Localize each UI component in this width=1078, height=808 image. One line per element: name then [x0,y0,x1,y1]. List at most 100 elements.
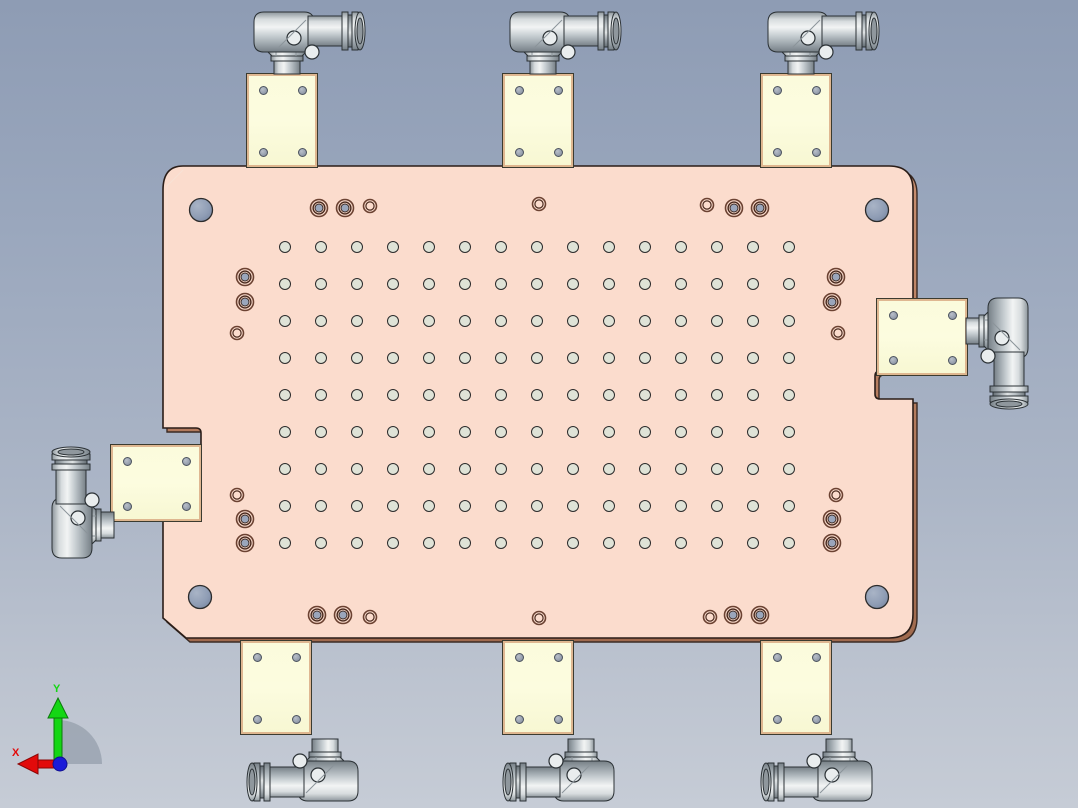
vacuum-hole [675,500,687,512]
block-bolt [773,715,782,724]
vacuum-hole [351,278,363,290]
counterbore-hole [240,514,250,524]
counterbore-holes [229,196,846,626]
vacuum-hole [423,500,435,512]
vacuum-hole [459,278,471,290]
vacuum-hole [495,426,507,438]
through-hole-ring [830,325,846,341]
vacuum-hole [315,537,327,549]
vacuum-hole [675,315,687,327]
orientation-triad[interactable]: Y X [10,676,120,786]
pneumatic-elbow-fitting[interactable] [248,8,372,78]
block-bolt [259,86,268,95]
block-bolt [773,653,782,662]
through-hole-ring [362,198,378,214]
triad-z-origin [52,756,68,772]
pneumatic-elbow-fitting[interactable] [496,735,620,805]
vacuum-hole [603,463,615,475]
manifold-block[interactable] [502,73,574,168]
counterbore-hole [755,610,765,620]
pneumatic-elbow-fitting[interactable] [962,292,1032,416]
counterbore-hole [827,514,837,524]
vacuum-hole [675,352,687,364]
manifold-block[interactable] [110,444,202,522]
vacuum-hole [675,241,687,253]
vacuum-hole [711,426,723,438]
vacuum-hole [603,315,615,327]
vacuum-hole [531,241,543,253]
through-hole-ring [531,196,547,212]
pneumatic-elbow-fitting[interactable] [504,8,628,78]
vacuum-hole [747,463,759,475]
manifold-block[interactable] [240,640,312,735]
block-bolt [773,86,782,95]
vacuum-hole [459,426,471,438]
counterbore-hole [827,538,837,548]
vacuum-hole [639,500,651,512]
counterbore-hole [755,203,765,213]
vacuum-hole [387,500,399,512]
vacuum-hole [315,315,327,327]
block-bolt [515,715,524,724]
vacuum-hole [423,426,435,438]
vacuum-hole [387,315,399,327]
vacuum-hole [675,278,687,290]
manifold-block[interactable] [760,73,832,168]
vacuum-hole [351,426,363,438]
corner-dowel-holes [187,197,890,610]
vacuum-hole [603,500,615,512]
counterbore-hole [728,610,738,620]
manifold-block[interactable] [246,73,318,168]
block-bolt [554,653,563,662]
vacuum-hole [603,241,615,253]
block-bolt [253,653,262,662]
triad-y-label: Y [53,683,61,695]
vacuum-hole [315,352,327,364]
vacuum-hole [351,463,363,475]
block-bolt [948,311,957,320]
dowel-hole [187,584,213,610]
manifold-block[interactable] [760,640,832,735]
vacuum-hole [423,463,435,475]
vacuum-hole [279,241,291,253]
vacuum-hole [351,352,363,364]
manifold-block[interactable] [502,640,574,735]
vacuum-hole [279,389,291,401]
block-bolt [889,311,898,320]
vacuum-hole [603,426,615,438]
vacuum-hole [351,500,363,512]
block-bolt [515,148,524,157]
vacuum-hole [747,315,759,327]
triad-arc [58,720,102,764]
counterbore-hole [314,203,324,213]
base-plate[interactable] [162,165,918,643]
block-bolt [253,715,262,724]
pneumatic-elbow-fitting[interactable] [754,735,878,805]
vacuum-hole [459,500,471,512]
vacuum-hole [639,352,651,364]
vacuum-hole [315,500,327,512]
vacuum-hole [315,241,327,253]
pneumatic-elbow-fitting[interactable] [762,8,886,78]
counterbore-hole [240,272,250,282]
through-hole-ring [229,487,245,503]
vacuum-hole [567,426,579,438]
pneumatic-elbow-fitting[interactable] [240,735,364,805]
vacuum-hole [531,463,543,475]
pneumatic-elbow-fitting[interactable] [48,440,118,564]
counterbore-hole [240,297,250,307]
vacuum-hole [387,352,399,364]
block-bolt [812,653,821,662]
vacuum-hole [711,352,723,364]
vacuum-hole [387,241,399,253]
vacuum-hole [459,537,471,549]
block-bolt [292,715,301,724]
vacuum-hole [675,537,687,549]
vacuum-hole [495,352,507,364]
vacuum-hole [351,315,363,327]
manifold-block[interactable] [876,298,968,376]
vacuum-hole [423,352,435,364]
vacuum-hole [567,389,579,401]
